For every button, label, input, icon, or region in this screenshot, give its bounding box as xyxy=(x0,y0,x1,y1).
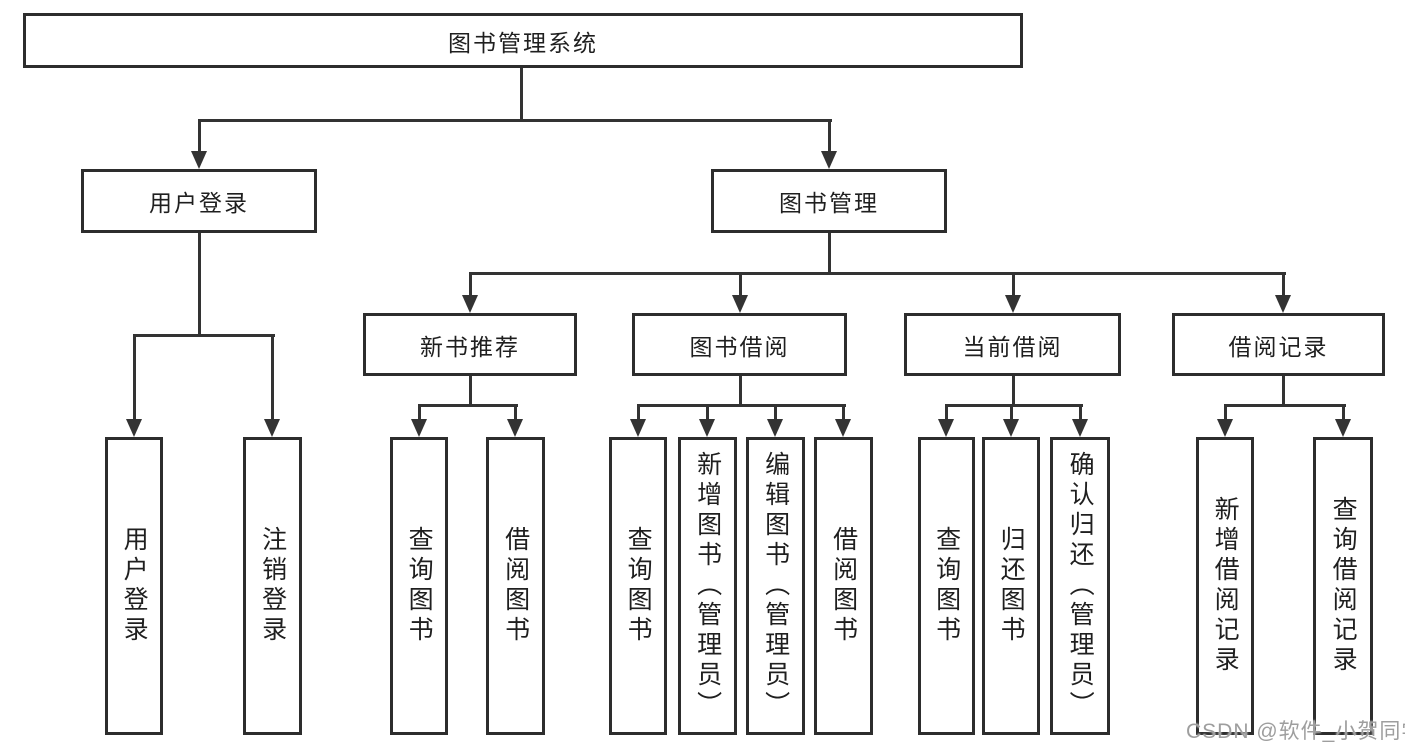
connector-vline xyxy=(637,405,640,421)
node-borrow-records: 借阅记录 xyxy=(1172,313,1385,376)
leaf-label: 新增借阅记录 xyxy=(1211,496,1240,676)
connector-vline xyxy=(739,376,742,406)
connector-vline xyxy=(418,405,421,421)
node-label: 图书管理 xyxy=(779,190,879,216)
leaf-add-borrow-record: 新增借阅记录 xyxy=(1196,437,1254,735)
node-label: 图书借阅 xyxy=(689,333,790,360)
arrow-down-icon xyxy=(938,419,954,437)
leaf-label: 编辑图书（管理员） xyxy=(761,451,790,721)
node-new-book-recommend: 新书推荐 xyxy=(363,313,577,376)
connector-vline xyxy=(1342,405,1345,421)
connector-vline xyxy=(828,120,831,154)
arrow-down-icon xyxy=(630,419,646,437)
leaf-logout: 注销登录 xyxy=(243,437,302,735)
connector-vline xyxy=(469,376,472,406)
connector-hline xyxy=(198,119,832,122)
leaf-label: 查询图书 xyxy=(405,526,434,646)
leaf-label: 查询图书 xyxy=(932,526,961,646)
leaf-user-login: 用户登录 xyxy=(105,437,163,735)
arrow-down-icon xyxy=(767,419,783,437)
arrow-down-icon xyxy=(699,419,715,437)
connector-hline xyxy=(637,404,846,407)
connector-vline xyxy=(1282,273,1285,297)
arrow-down-icon xyxy=(411,419,427,437)
connector-vline xyxy=(828,233,831,274)
leaf-confirm-return-admin: 确认归还（管理员） xyxy=(1050,437,1110,735)
connector-vline xyxy=(842,405,845,421)
connector-vline xyxy=(945,405,948,421)
leaf-label: 新增图书（管理员） xyxy=(693,451,722,721)
arrow-down-icon xyxy=(507,419,523,437)
connector-hline xyxy=(133,334,275,337)
node-current-borrowing: 当前借阅 xyxy=(904,313,1121,376)
connector-vline xyxy=(198,120,201,154)
arrow-down-icon xyxy=(462,295,478,313)
arrow-down-icon xyxy=(1072,419,1088,437)
connector-vline xyxy=(1224,405,1227,421)
node-label: 用户登录 xyxy=(149,190,249,216)
leaf-edit-book-admin: 编辑图书（管理员） xyxy=(746,437,805,735)
connector-vline xyxy=(520,68,523,120)
leaf-label: 确认归还（管理员） xyxy=(1066,451,1095,721)
connector-vline xyxy=(1079,405,1082,421)
connector-hline xyxy=(945,404,1083,407)
leaf-label: 查询借阅记录 xyxy=(1329,496,1358,676)
node-label: 借阅记录 xyxy=(1228,333,1329,360)
arrow-down-icon xyxy=(732,295,748,313)
leaf-query-borrow-record: 查询借阅记录 xyxy=(1313,437,1373,735)
arrow-down-icon xyxy=(1003,419,1019,437)
connector-vline xyxy=(774,405,777,421)
leaf-label: 查询图书 xyxy=(624,526,653,646)
leaf-label: 注销登录 xyxy=(258,526,287,646)
node-label: 当前借阅 xyxy=(962,333,1063,360)
connector-vline xyxy=(706,405,709,421)
connector-vline xyxy=(271,335,274,421)
node-label: 图书管理系统 xyxy=(448,29,598,56)
leaf-borrow-books-recommend: 借阅图书 xyxy=(486,437,545,735)
node-book-management: 图书管理 xyxy=(711,169,947,233)
leaf-borrow-books-borrowing: 借阅图书 xyxy=(814,437,873,735)
leaf-label: 归还图书 xyxy=(997,526,1026,646)
arrow-down-icon xyxy=(191,151,207,169)
node-book-borrowing: 图书借阅 xyxy=(632,313,847,376)
connector-vline xyxy=(1010,405,1013,421)
leaf-add-book-admin: 新增图书（管理员） xyxy=(678,437,737,735)
arrow-down-icon xyxy=(1005,295,1021,313)
leaf-query-books-borrowing: 查询图书 xyxy=(609,437,667,735)
leaf-label: 借阅图书 xyxy=(501,526,530,646)
connector-hline xyxy=(418,404,518,407)
connector-vline xyxy=(1012,376,1015,406)
leaf-label: 用户登录 xyxy=(120,526,149,646)
arrow-down-icon xyxy=(835,419,851,437)
connector-vline xyxy=(514,405,517,421)
connector-hline xyxy=(1224,404,1346,407)
connector-hline xyxy=(469,272,1286,275)
watermark: CSDN @软件_小贺同学 xyxy=(1186,720,1405,743)
leaf-label: 借阅图书 xyxy=(829,526,858,646)
arrow-down-icon xyxy=(1335,419,1351,437)
connector-vline xyxy=(133,335,136,421)
connector-vline xyxy=(469,273,472,297)
node-label: 新书推荐 xyxy=(420,333,520,360)
arrow-down-icon xyxy=(1275,295,1291,313)
arrow-down-icon xyxy=(821,151,837,169)
connector-vline xyxy=(1012,273,1015,297)
connector-vline xyxy=(198,233,201,336)
arrow-down-icon xyxy=(1217,419,1233,437)
arrow-down-icon xyxy=(264,419,280,437)
leaf-query-books-recommend: 查询图书 xyxy=(390,437,448,735)
arrow-down-icon xyxy=(126,419,142,437)
node-user-login: 用户登录 xyxy=(81,169,317,233)
connector-vline xyxy=(739,273,742,297)
node-library-management-system: 图书管理系统 xyxy=(23,13,1023,68)
leaf-query-books-current: 查询图书 xyxy=(918,437,975,735)
leaf-return-books: 归还图书 xyxy=(982,437,1040,735)
connector-vline xyxy=(1282,376,1285,406)
